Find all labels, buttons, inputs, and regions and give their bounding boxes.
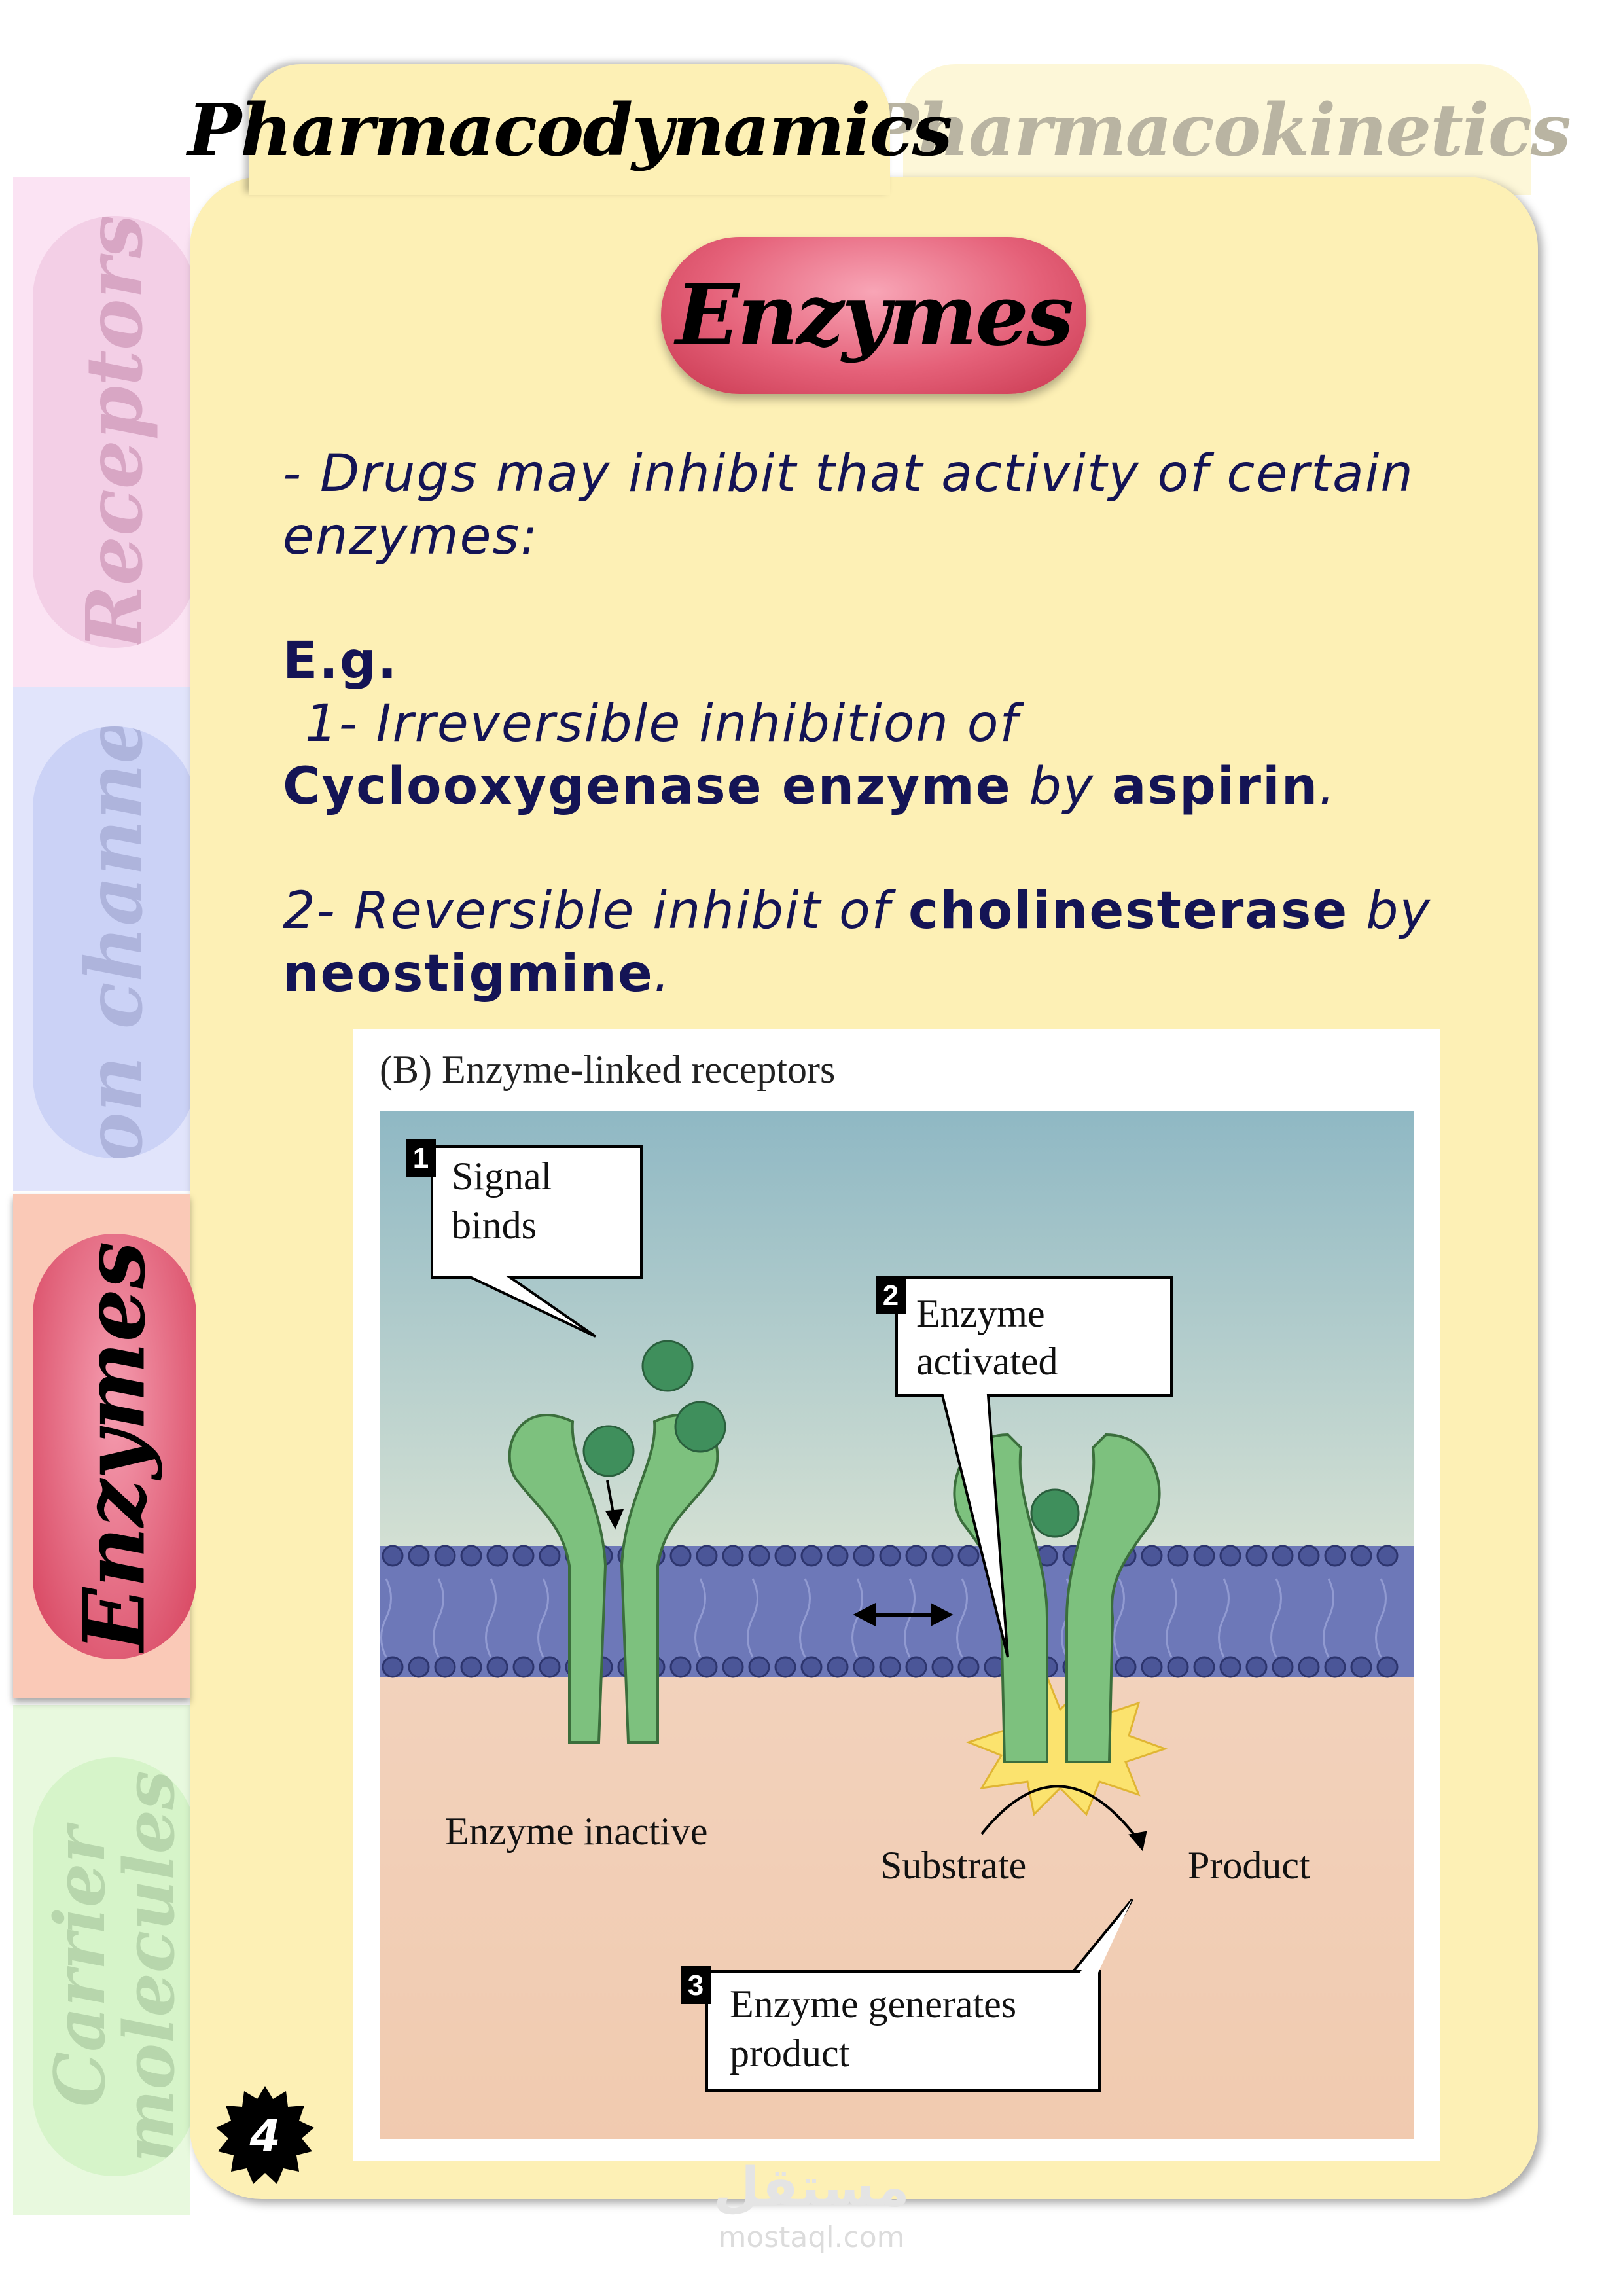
sidebar-item-label: Enzymes bbox=[65, 1241, 164, 1652]
step2-number: 2 bbox=[883, 1280, 899, 1312]
sidebar-item-receptors[interactable]: Receptors bbox=[13, 177, 196, 687]
item2-line2: neostigmine. bbox=[283, 942, 671, 1005]
intro-line-2: enzymes: bbox=[283, 507, 539, 566]
sidebar-label-line1: Carrier bbox=[39, 1826, 120, 2108]
label-substrate: Substrate bbox=[880, 1844, 1026, 1887]
tab-pharmacodynamics[interactable]: Pharmacodynamics bbox=[187, 64, 953, 195]
item1-line1: 1- Irreversible inhibition of bbox=[305, 694, 1019, 753]
callout-signal-binds: 1 Signal binds bbox=[406, 1139, 643, 1338]
label-enzyme-inactive: Enzyme inactive bbox=[445, 1810, 707, 1853]
item2-line1: 2- Reversible inhibit of cholinesterase … bbox=[283, 880, 1431, 942]
step1-line2: binds bbox=[452, 1204, 537, 1247]
enzyme-linked-receptor-figure: (B) Enzyme-linked receptors bbox=[353, 1029, 1440, 2161]
step1-line1: Signal bbox=[452, 1155, 552, 1198]
page-number-text: 4 bbox=[249, 2111, 280, 2162]
callout-enzyme-activated: 2 Enzyme activated bbox=[876, 1276, 1173, 1658]
sidebar-item-label: Carrier molecules bbox=[39, 1770, 190, 2163]
item1-drug: aspirin bbox=[1111, 757, 1319, 816]
sidebar-item-carrier-molecules[interactable]: Carrier molecules bbox=[13, 1705, 196, 2215]
step3-line2: product bbox=[730, 2032, 850, 2075]
sidebar-pill: Receptors bbox=[33, 216, 196, 648]
sidebar-pill: Carrier molecules bbox=[33, 1757, 196, 2176]
item1-end: . bbox=[1319, 757, 1337, 816]
step3-number: 3 bbox=[688, 1969, 704, 2001]
item1-line2: Cyclooxygenase enzyme by aspirin. bbox=[283, 755, 1336, 818]
sidebar-item-label: Ion channel bbox=[69, 726, 160, 1158]
sidebar-item-enzymes[interactable]: Enzymes bbox=[13, 1194, 196, 1698]
step2-line1: Enzyme bbox=[916, 1292, 1045, 1335]
step2-line2: activated bbox=[916, 1340, 1058, 1383]
step1-number: 1 bbox=[413, 1142, 429, 1174]
lateral-movement-arrow bbox=[853, 1603, 954, 1626]
reaction-arrow bbox=[980, 1785, 1147, 1852]
intro-line-1: - Drugs may inhibit that activity of cer… bbox=[283, 444, 1414, 503]
item1-by: by bbox=[1029, 757, 1095, 816]
sidebar-label-line2: molecules bbox=[108, 1770, 190, 2163]
item2-enzyme: cholinesterase bbox=[908, 882, 1349, 941]
label-product: Product bbox=[1188, 1844, 1310, 1887]
sidebar-item-label: Receptors bbox=[69, 216, 160, 648]
tab-pharmacokinetics[interactable]: Pharmacokinetics bbox=[865, 64, 1571, 195]
item1-enzyme: Cyclooxygenase enzyme bbox=[283, 757, 1012, 816]
figure-caption: (B) Enzyme-linked receptors bbox=[380, 1048, 835, 1091]
signal-molecules bbox=[582, 1340, 1080, 1538]
page-title: Enzymes bbox=[661, 237, 1086, 394]
binding-arrow bbox=[605, 1480, 624, 1530]
page-title-text: Enzymes bbox=[675, 266, 1074, 365]
item2-drug: neostigmine bbox=[283, 944, 654, 1003]
watermark-url: mostaql.com bbox=[718, 2221, 905, 2254]
item2-end: . bbox=[653, 944, 671, 1003]
callout-enzyme-generates-product: 3 Enzyme generates product bbox=[681, 1898, 1133, 2092]
page-number: 4 bbox=[213, 2085, 317, 2189]
item2-prefix: 2- Reversible inhibit of bbox=[283, 882, 891, 941]
sidebar-pill: Enzymes bbox=[33, 1234, 196, 1659]
cell-membrane bbox=[380, 1545, 1414, 1678]
step3-line1: Enzyme generates bbox=[730, 1982, 1016, 2026]
sidebar-item-ion-channel[interactable]: Ion channel bbox=[13, 687, 196, 1191]
item2-by: by bbox=[1366, 882, 1431, 941]
watermark-logo: مستقل bbox=[713, 2157, 910, 2219]
example-label: E.g. bbox=[283, 632, 399, 691]
sidebar-pill: Ion channel bbox=[33, 726, 196, 1158]
starburst-icon bbox=[216, 2086, 314, 2184]
